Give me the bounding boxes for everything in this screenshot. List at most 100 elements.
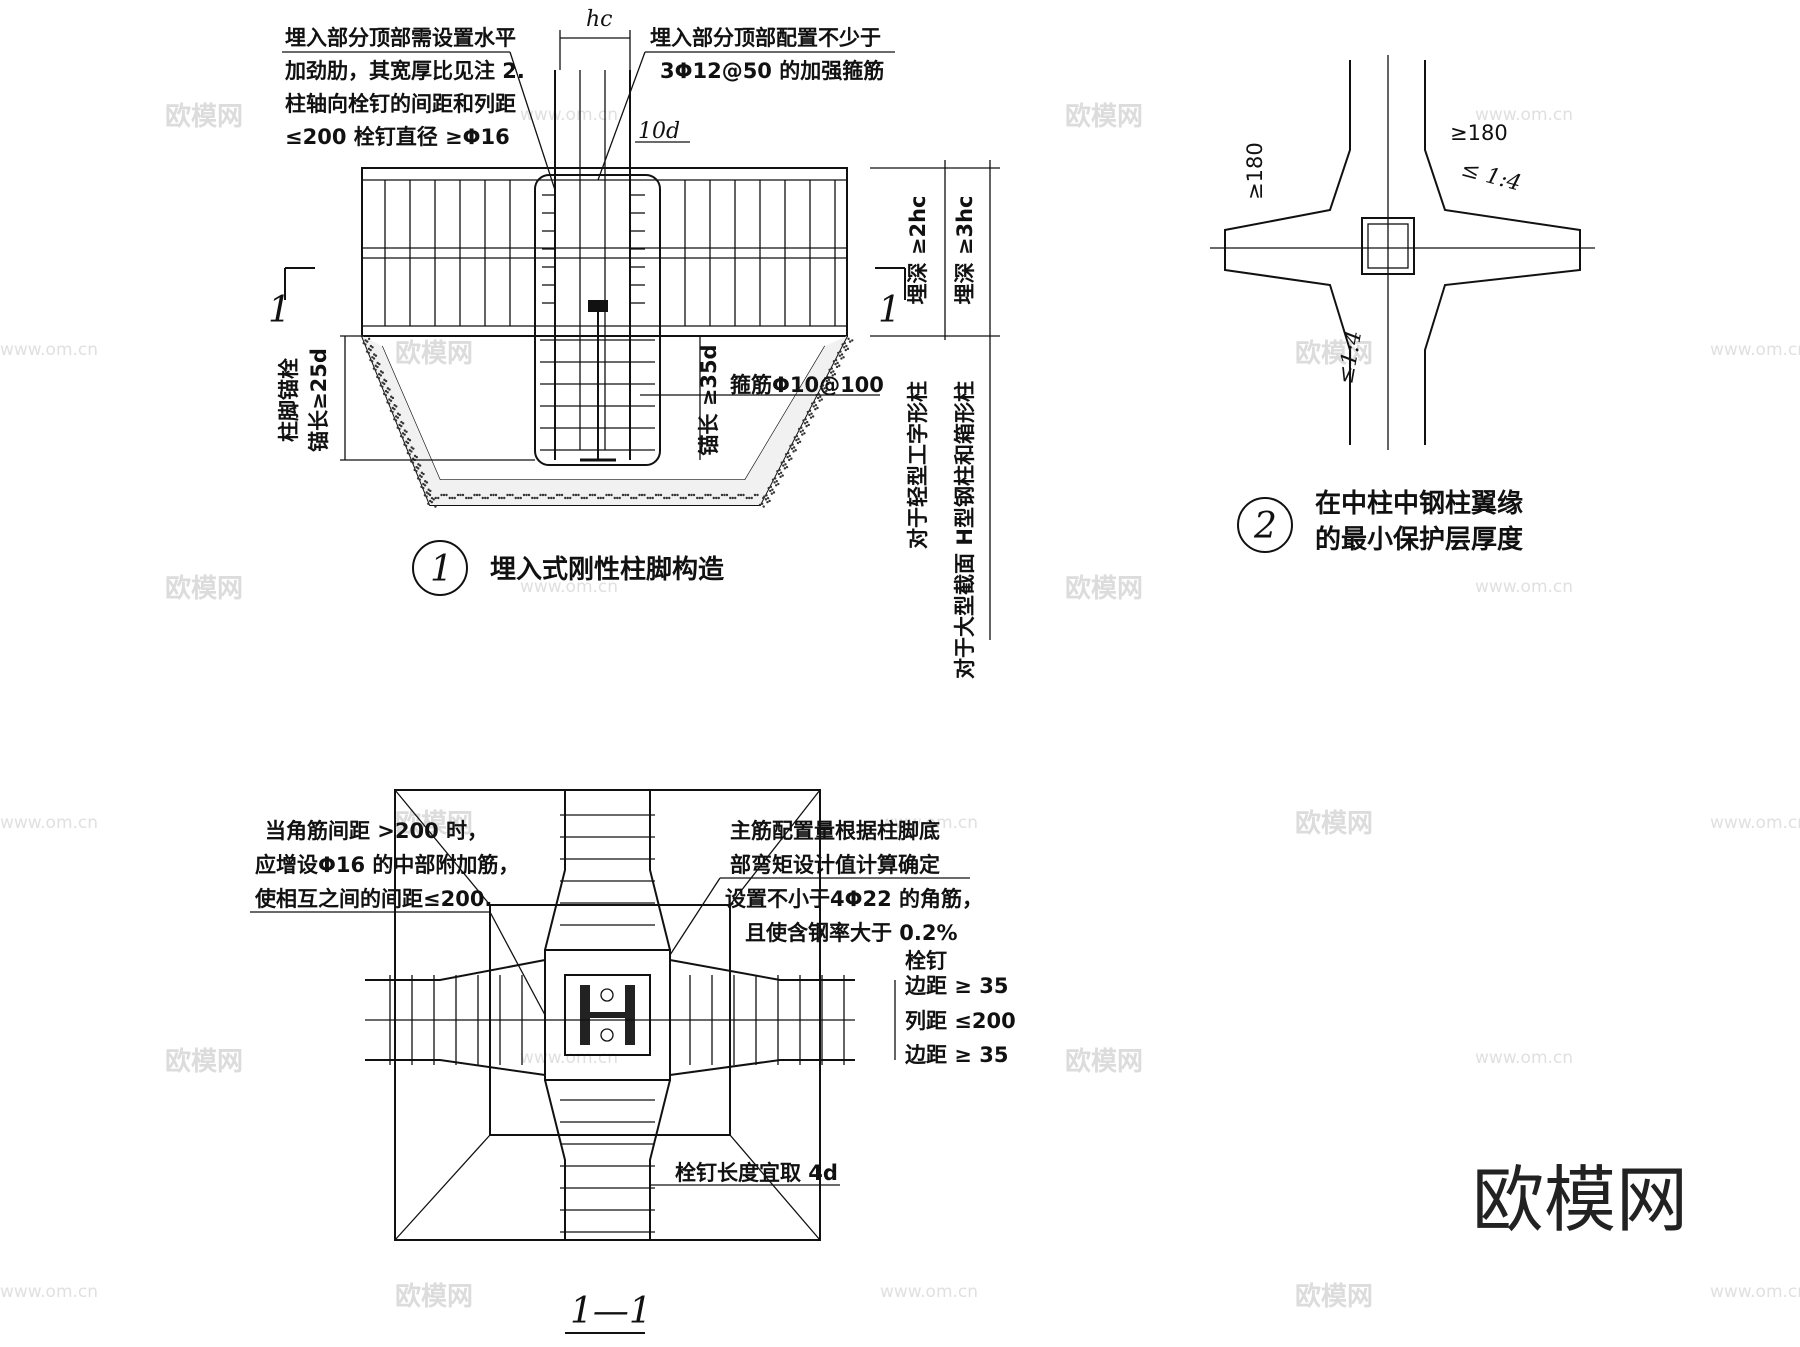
watermark-text: 欧模网 xyxy=(165,573,243,604)
hatch-dot xyxy=(390,395,393,398)
hatch-dot xyxy=(539,493,542,497)
section-mark-left-label: 1 xyxy=(268,290,291,331)
note-line: 主筋配置量根据柱脚底 xyxy=(730,819,940,843)
hatch-dot xyxy=(836,361,839,365)
hatch-dot xyxy=(786,455,789,459)
hatch-dot xyxy=(366,340,369,343)
hatch-dot xyxy=(430,500,434,504)
hatch-dot xyxy=(415,465,418,469)
note-right: 主筋配置量根据柱脚底 部弯矩设计值计算确定 设置不小于4Φ22 的角筋， 且使含… xyxy=(669,819,983,956)
hatch-dot xyxy=(376,375,379,379)
brand-logo: 欧模网 xyxy=(1472,1158,1688,1242)
hatch-dot xyxy=(635,496,638,500)
hatch-dot xyxy=(770,492,773,495)
hatch-dot xyxy=(771,488,774,491)
hatch-dot xyxy=(492,493,495,497)
hatch-dot xyxy=(765,494,768,497)
hatch-dot xyxy=(531,496,534,500)
hatch-dot xyxy=(816,406,819,410)
detail-1-elevation: hc 柱脚锚栓 锚长≥25d 1 1 xyxy=(268,7,1000,679)
hatch-dot xyxy=(640,493,644,497)
hatch-dot xyxy=(511,493,514,497)
hatch-dot xyxy=(613,496,616,500)
hatch-dot xyxy=(388,398,391,401)
hatch-dot xyxy=(837,351,840,355)
hatch-dot xyxy=(369,348,372,352)
watermarks: 欧模网 www.om.cn 欧模网 www.om.cn www.om.cn 欧模… xyxy=(0,101,1800,1312)
detail-2-caption-1: 在中柱中钢柱翼缘 xyxy=(1315,489,1523,519)
hatch-dot xyxy=(696,496,699,500)
hatch-dot xyxy=(827,378,831,382)
hatch-dot xyxy=(793,436,796,439)
hatch-dot xyxy=(828,368,831,371)
hatch-dot xyxy=(843,346,846,349)
hatch-dot xyxy=(649,496,652,500)
hatch-dot xyxy=(673,493,677,497)
note-line: 应增设Φ16 的中部附加筋， xyxy=(255,853,519,877)
hatch-dot xyxy=(750,496,753,500)
hatch-dot xyxy=(566,496,569,500)
hatch-dot xyxy=(371,356,374,359)
note-line: 当角筋间距 >200 时， xyxy=(265,819,488,843)
hatch-dot xyxy=(682,496,685,500)
hatch-dot xyxy=(712,496,715,500)
hatch-dot xyxy=(821,388,824,391)
watermark-url: www.om.cn xyxy=(0,340,98,360)
hatch-dot xyxy=(806,410,810,414)
hatch-dot xyxy=(839,350,842,353)
hatch-dot xyxy=(369,344,373,348)
note-light-column: 对于轻型工字形柱 xyxy=(906,381,930,549)
hatch-dot xyxy=(668,496,671,500)
stud-length-label: 栓钉长度宜取 4d xyxy=(675,1161,838,1185)
watermark-text: 欧模网 xyxy=(1065,101,1143,132)
hatch-dot xyxy=(401,432,405,435)
hatch-dot xyxy=(788,458,791,462)
hatch-dot xyxy=(445,493,448,497)
watermark-url: www.om.cn xyxy=(880,813,978,833)
hatch-dot xyxy=(427,488,430,491)
note-leader xyxy=(509,51,556,191)
hatch-dot xyxy=(654,493,658,497)
hatch-dot xyxy=(792,450,795,453)
hatch-dot xyxy=(840,353,844,356)
hatch-dot xyxy=(591,493,594,497)
hatch-dot xyxy=(753,493,757,497)
hatch-dot xyxy=(785,465,789,469)
hatch-dot xyxy=(410,446,413,449)
hatch-dot xyxy=(560,493,564,497)
hatch-dot xyxy=(808,413,811,417)
hatch-dot xyxy=(484,496,487,500)
hatch-dot xyxy=(394,415,398,418)
hatch-dot xyxy=(389,409,393,413)
hatch-dot xyxy=(766,496,770,500)
hatch-dot xyxy=(706,493,710,497)
watermark-text: 欧模网 xyxy=(395,1281,473,1312)
hatch-dot xyxy=(745,496,748,500)
pit-slope-line xyxy=(729,1134,821,1241)
hatch-dot xyxy=(448,496,451,500)
note-line: ≤200 栓钉直径 ≥Φ16 xyxy=(285,125,510,149)
hatch-dot xyxy=(403,433,406,436)
hatch-dot xyxy=(381,371,384,374)
hatch-dot xyxy=(552,496,555,500)
watermark-url: www.om.cn xyxy=(520,1048,618,1068)
hatch-dot xyxy=(465,496,468,500)
hatch-dot xyxy=(558,493,561,497)
hatch-dot xyxy=(814,403,818,407)
hatch-dot xyxy=(396,412,400,415)
slope-label-lower: ≤1:4 xyxy=(1333,329,1367,386)
watermark-url: www.om.cn xyxy=(1475,1048,1573,1068)
hatch-dot xyxy=(401,436,404,439)
hatch-dot xyxy=(782,464,785,467)
hatch-dot xyxy=(812,405,815,408)
beam-stirrups xyxy=(384,180,836,326)
anchor-nut xyxy=(588,300,608,312)
note-line: 且使含钢率大于 0.2% xyxy=(745,921,958,945)
dim-180-left: ≥180 xyxy=(1243,142,1267,200)
hatch-dot xyxy=(413,454,417,458)
watermark-text: 欧模网 xyxy=(165,1046,243,1077)
hatch-dot xyxy=(383,382,386,386)
hatch-dot xyxy=(687,493,691,497)
hatch-dot xyxy=(420,485,423,489)
